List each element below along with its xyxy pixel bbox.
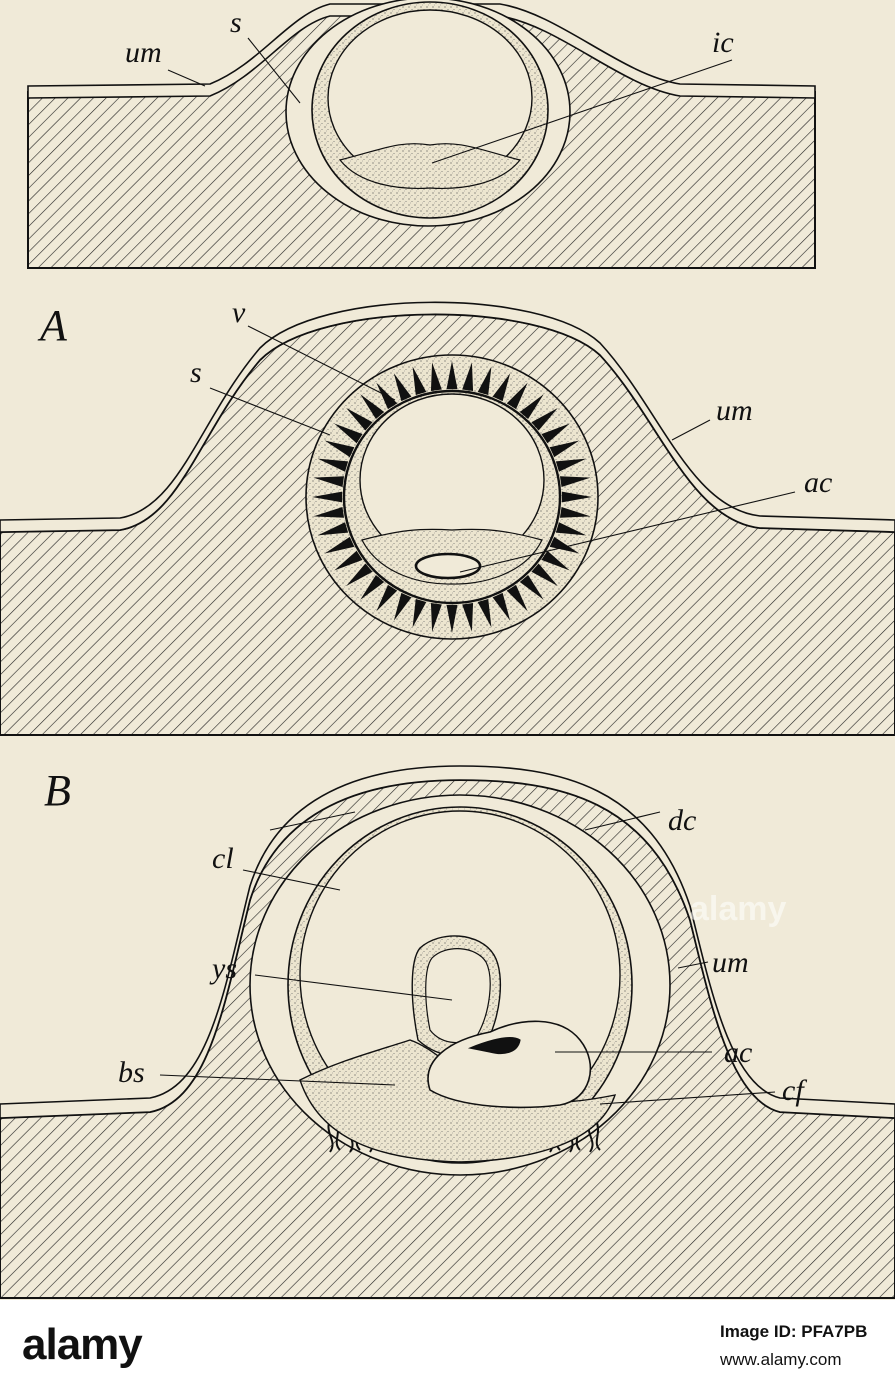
footer-image-id: Image ID: PFA7PB [720, 1322, 868, 1341]
villus [360, 574, 385, 600]
embryo-implantation-figure: um s ic A v s um ac B [0, 0, 895, 1299]
villus [312, 491, 343, 503]
footer-logo: alamy [22, 1320, 143, 1369]
villus [462, 602, 474, 632]
villus [555, 522, 587, 536]
label-um-a: um [716, 394, 753, 427]
footer-bar: alamy Image ID: PFA7PB www.alamy.com [0, 1300, 895, 1390]
label-ys-b: ys [209, 952, 237, 985]
panel-top: um s ic [27, 0, 816, 269]
footer-url: www.alamy.com [720, 1350, 842, 1369]
villus [541, 423, 570, 444]
label-s-a: s [190, 356, 202, 389]
a-uterine-mucosa [0, 301, 895, 533]
villus [313, 476, 345, 487]
villus [519, 574, 544, 600]
label-ic-top: ic [712, 26, 734, 59]
villus [430, 362, 442, 392]
label-um-b: um [712, 946, 749, 979]
watermark: alamy [690, 890, 786, 928]
villus [446, 361, 458, 390]
villus [541, 550, 570, 571]
villus [519, 394, 544, 420]
villus [346, 563, 373, 587]
b-embryo [467, 1037, 521, 1055]
villus [324, 536, 355, 554]
villus [531, 563, 558, 587]
villus [492, 373, 511, 402]
villus [346, 407, 373, 431]
label-s-top: s [230, 6, 242, 39]
villus [477, 598, 492, 628]
label-bs-b: bs [118, 1056, 145, 1089]
a-trophoblast-villi [312, 361, 592, 633]
villus [317, 458, 349, 472]
villus [559, 476, 591, 487]
villus [446, 604, 458, 633]
panel-label-b: B [44, 766, 71, 815]
label-ac-b: ac [724, 1036, 752, 1069]
b-amniotic-cavity [427, 1020, 592, 1109]
villus [506, 584, 528, 612]
villus [412, 366, 427, 396]
villus [334, 423, 363, 444]
villus [492, 592, 511, 621]
panel-a: A v s um ac [0, 296, 895, 736]
label-v-a: v [232, 296, 246, 329]
villus [360, 394, 385, 420]
villus [549, 536, 580, 554]
villus [324, 440, 355, 458]
panel-b: B dc cl ys um ac bs cf [0, 765, 895, 1299]
label-cf-b: cf [782, 1074, 807, 1107]
a-amniotic-cavity [414, 552, 482, 580]
villus [549, 440, 580, 458]
b-yolk-sac-cavity [425, 948, 491, 1044]
villus [412, 598, 427, 628]
b-uterine-mucosa [0, 765, 895, 1119]
villus [559, 507, 591, 518]
label-cl-b: cl [212, 842, 234, 875]
top-uterine-mucosa [27, 3, 816, 99]
label-dc-b: dc [668, 804, 696, 837]
villus [334, 550, 363, 571]
label-ac-a: ac [804, 466, 832, 499]
label-um-top: um [125, 36, 162, 69]
villus [430, 602, 442, 632]
villus [531, 407, 558, 431]
villus [561, 491, 592, 503]
top-inner-cell-mass [338, 143, 522, 189]
panel-label-a: A [37, 301, 68, 350]
villus [506, 382, 528, 410]
villus [376, 584, 398, 612]
villus [477, 366, 492, 396]
villus [393, 592, 412, 621]
villus [462, 362, 474, 392]
villus [317, 522, 349, 536]
villus [555, 458, 587, 472]
villus [313, 507, 345, 518]
villus [393, 373, 412, 402]
